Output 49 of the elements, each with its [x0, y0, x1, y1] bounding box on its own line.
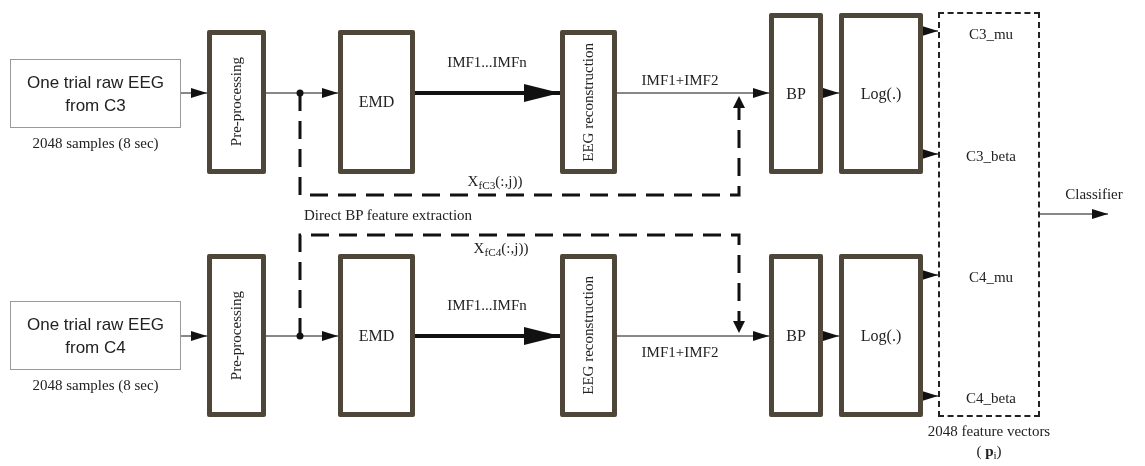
box-text: EMD [357, 92, 396, 112]
arrow [265, 331, 339, 341]
arrow [415, 84, 560, 102]
node-caption: 2048 samples (8 sec) [31, 376, 160, 395]
arrow [922, 270, 939, 280]
box-text: BP [785, 325, 807, 346]
box-text: C3_mu [967, 24, 1015, 44]
process-box [207, 254, 266, 417]
box-text: Pre-processing [227, 290, 246, 381]
arrow [922, 149, 939, 159]
input-box [10, 59, 181, 128]
process-box [560, 30, 617, 174]
box-text: C4_mu [967, 267, 1015, 287]
box-text: EEG reconstruction [579, 276, 598, 395]
process-box [839, 254, 923, 417]
process-box [560, 254, 617, 417]
process-box [839, 13, 923, 174]
dashed-group-box [938, 12, 1040, 417]
arrow [415, 327, 560, 345]
arrow [1039, 209, 1109, 219]
box-text: Pre-processing [227, 57, 246, 147]
box-text: Log(.) [859, 83, 903, 105]
arrow [265, 88, 339, 98]
box-text: One trial raw EEG from C3 [26, 71, 165, 117]
process-box [769, 13, 823, 174]
dashed-arrow [298, 233, 745, 336]
box-text: One trial raw EEG from C4 [26, 313, 165, 359]
arrow [922, 26, 939, 36]
arrow [180, 331, 208, 341]
box-text: C4_beta [965, 388, 1017, 408]
node-caption: 2048 feature vectors ( p$_{i}$) [926, 422, 1052, 461]
dashed-arrow [298, 93, 745, 197]
arrow [616, 88, 770, 98]
box-text: C3_beta [965, 146, 1017, 166]
arrow [822, 331, 840, 341]
arrow [922, 391, 939, 401]
process-box [338, 254, 415, 417]
arrow [616, 331, 770, 341]
input-box [10, 301, 181, 370]
box-text: EEG reconstruction [579, 42, 598, 162]
arrow [180, 88, 208, 98]
process-box [207, 30, 266, 174]
node-caption: 2048 samples (8 sec) [31, 134, 160, 153]
process-box [769, 254, 823, 417]
box-text: Log(.) [859, 325, 903, 347]
box-text: BP [785, 83, 807, 104]
process-box [338, 30, 415, 174]
box-text: EMD [357, 325, 396, 346]
arrow [822, 88, 840, 98]
